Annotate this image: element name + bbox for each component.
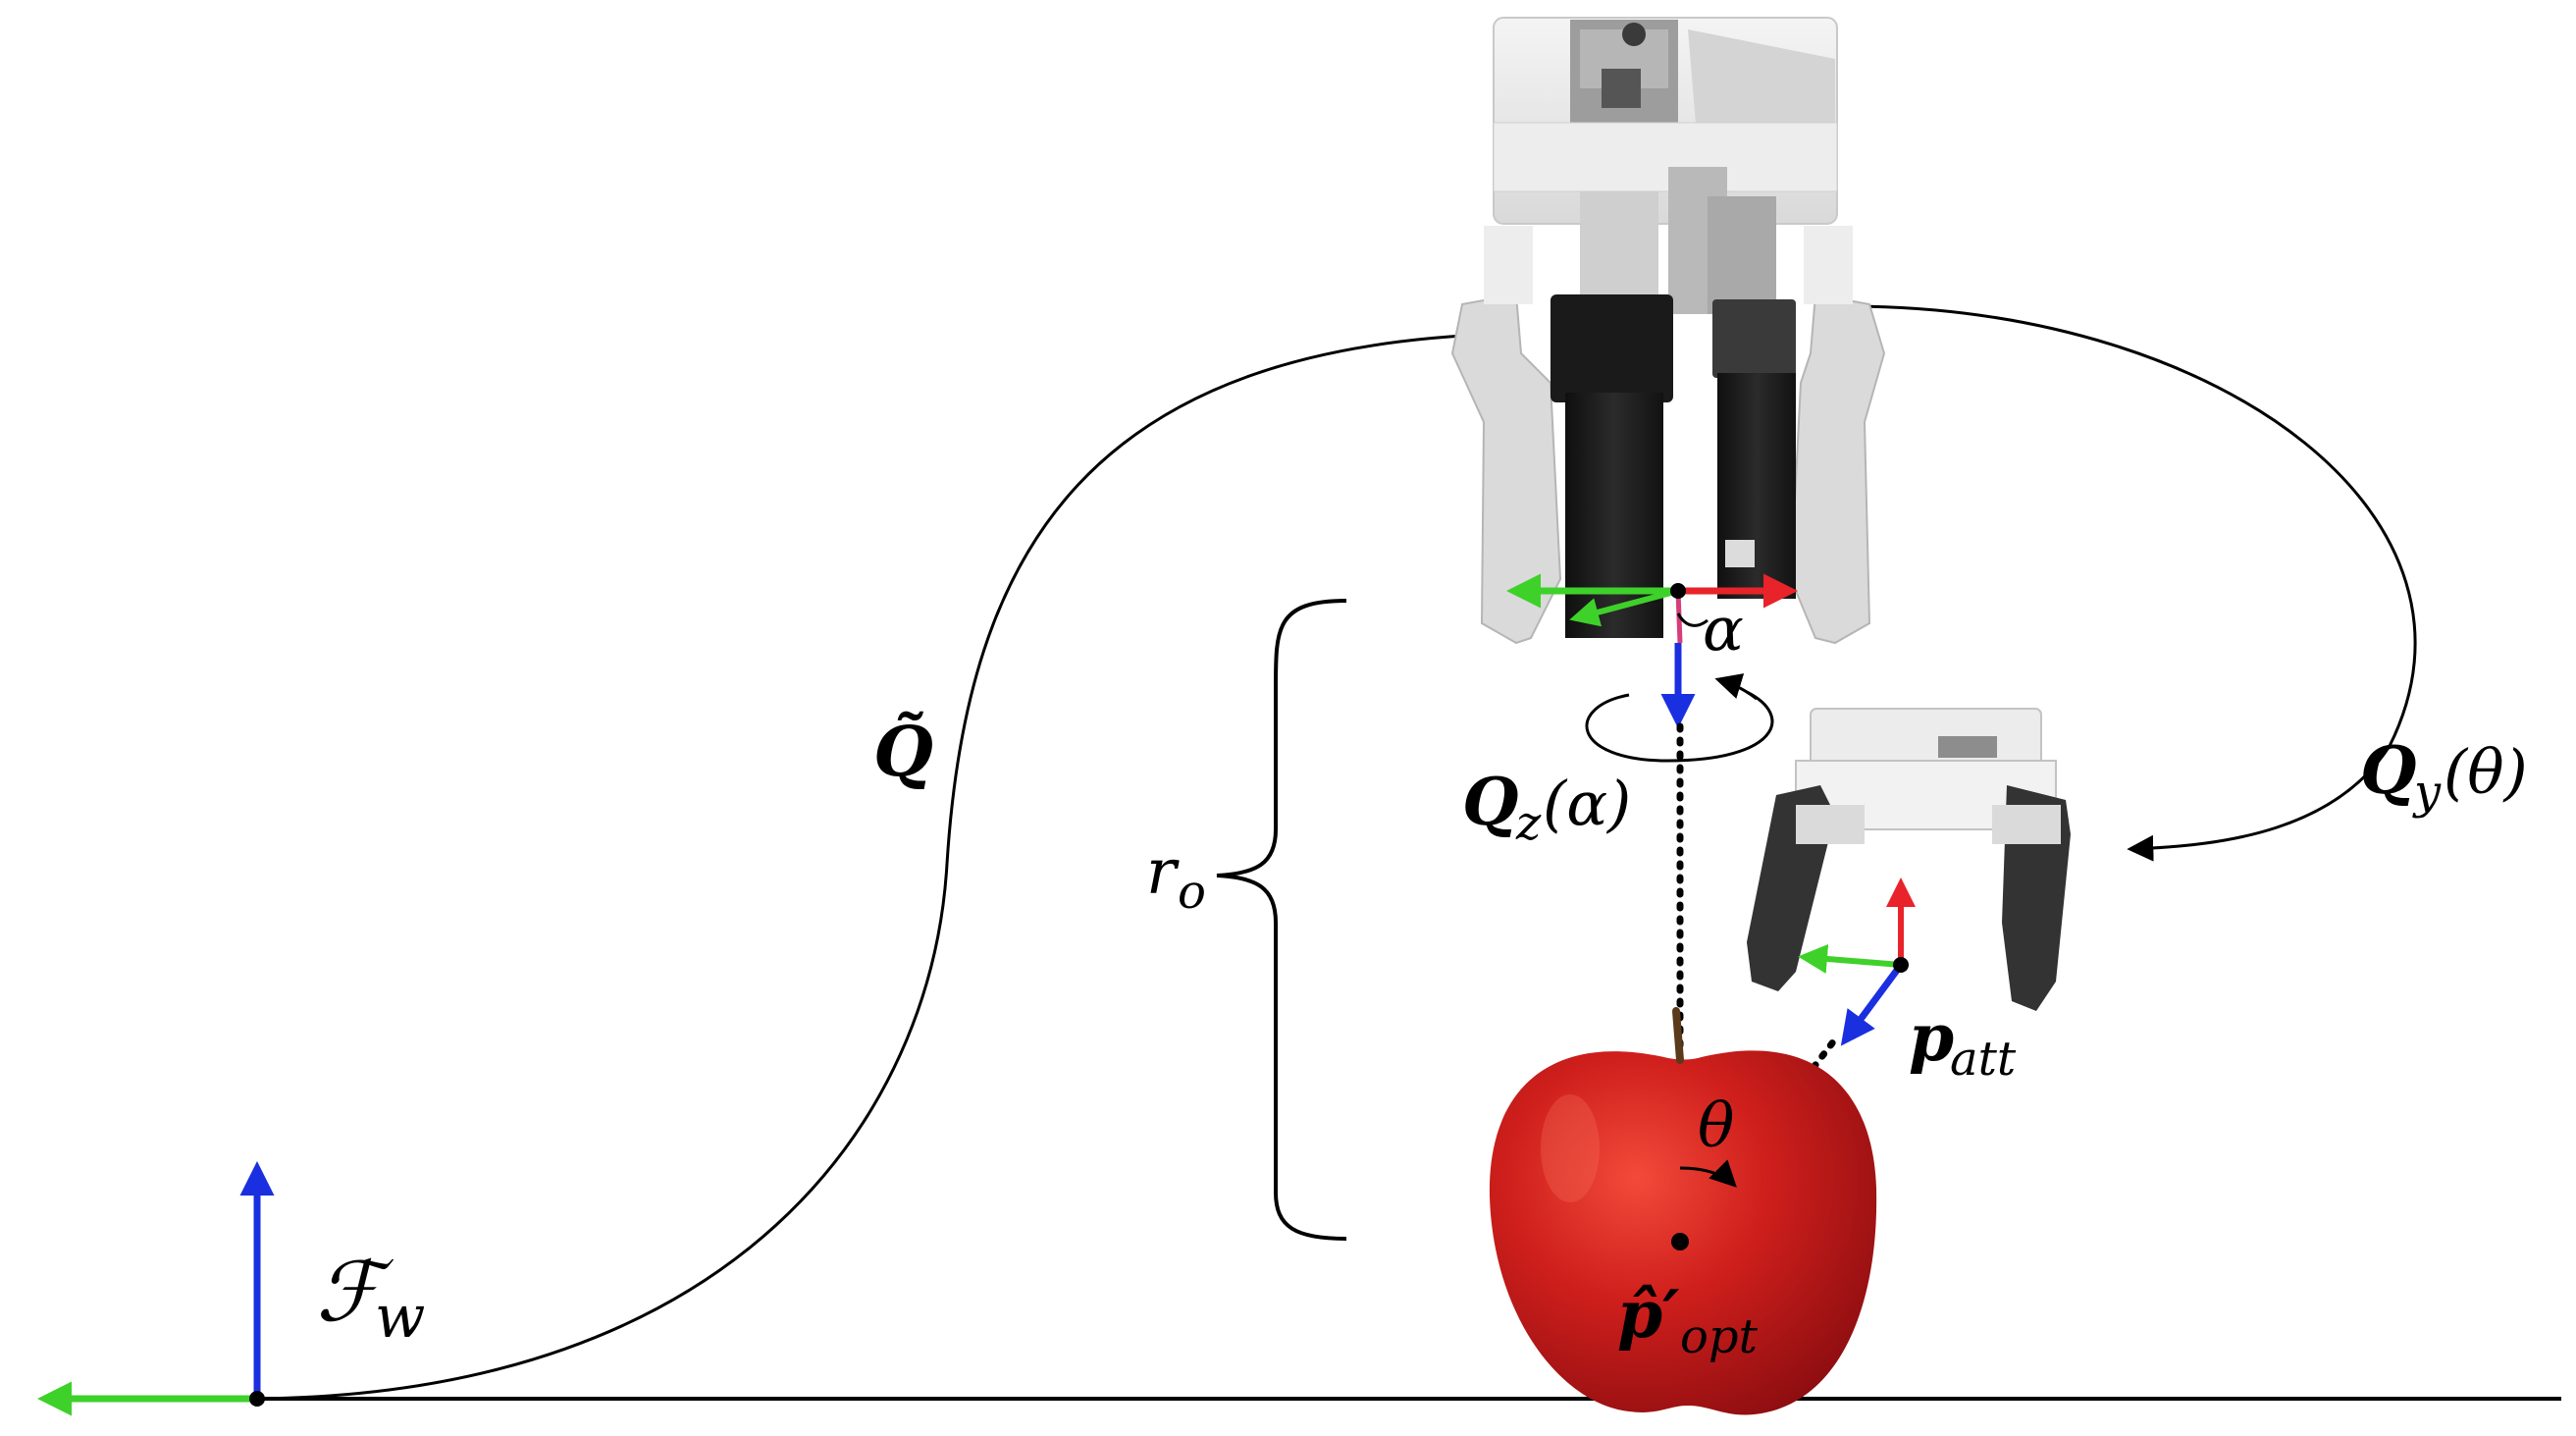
world-frame-subscript: w xyxy=(375,1283,425,1352)
qy-subscript: y xyxy=(2412,765,2442,820)
ro-brace xyxy=(1216,599,1347,1241)
p-opt-symbol: p̂′ xyxy=(1617,1276,1680,1353)
label-r-o: r o xyxy=(1146,836,1206,920)
qy-symbol: Q xyxy=(2360,732,2417,809)
label-world-frame: ℱ w xyxy=(316,1244,425,1352)
q-tilde-path xyxy=(256,321,1514,1401)
alpha-angle-arc xyxy=(1676,612,1709,627)
p-opt-subscript: opt xyxy=(1680,1309,1759,1364)
att-frame-y-axis xyxy=(1798,943,1902,974)
label-alpha: α xyxy=(1703,593,1744,665)
label-qz-alpha: Q z (α) xyxy=(1462,764,1631,851)
p-opt-point xyxy=(1671,1233,1689,1250)
r-symbol: r xyxy=(1146,836,1180,909)
r-subscript: o xyxy=(1178,865,1206,920)
top-gripper-frame xyxy=(1506,573,1798,728)
apple xyxy=(1489,1007,1877,1415)
qz-symbol: Q xyxy=(1462,764,1519,840)
p-att-subscript: att xyxy=(1950,1032,2017,1087)
p-att-symbol: p xyxy=(1909,999,1954,1076)
top-frame-y-axis-rotated xyxy=(1569,588,1679,627)
world-frame-axes xyxy=(37,1161,275,1416)
top-gripper xyxy=(1450,17,1886,645)
label-p-opt: p̂′ opt xyxy=(1617,1276,1759,1364)
theta-angle-arc xyxy=(1679,1159,1737,1188)
label-q-tilde: Q̃ xyxy=(873,711,933,792)
att-frame-z-axis xyxy=(1840,962,1904,1046)
label-qy-theta: Q y (θ) xyxy=(2360,732,2528,820)
qy-argument: (θ) xyxy=(2444,736,2528,808)
qz-rotation-arrow xyxy=(1585,690,1774,763)
qz-argument: (α) xyxy=(1543,768,1631,839)
label-p-att: p att xyxy=(1909,999,2017,1087)
attached-gripper-frame xyxy=(1798,878,1916,1046)
qz-subscript: z xyxy=(1515,796,1542,851)
label-theta: θ xyxy=(1698,1090,1734,1161)
attached-gripper xyxy=(1747,708,2071,1011)
qy-theta-arc xyxy=(1854,304,2417,862)
